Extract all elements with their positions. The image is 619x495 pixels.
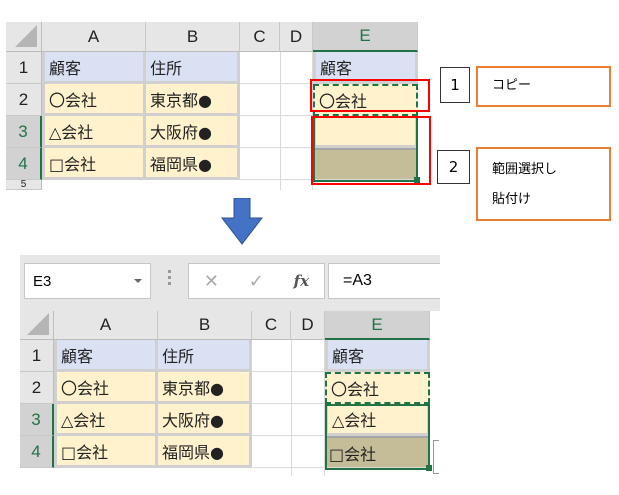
row-header-1-2[interactable]: 1 xyxy=(20,340,54,372)
grid-line-cd xyxy=(280,52,281,190)
column-header-e[interactable]: E xyxy=(313,22,418,52)
cell-b3[interactable]: 大阪府● xyxy=(143,116,240,148)
highlight-copy xyxy=(310,79,430,112)
column-header-a[interactable]: A xyxy=(42,22,146,52)
column-header-c[interactable]: C xyxy=(240,22,280,52)
fill-handle-2[interactable] xyxy=(426,465,432,471)
cell-a3[interactable]: △会社 xyxy=(42,116,146,148)
cell-a4[interactable]: □会社 xyxy=(42,148,146,180)
row-header-4[interactable]: 4 xyxy=(6,148,42,180)
row-header-5[interactable]: 5 xyxy=(6,180,42,190)
cell-a4-2[interactable]: □会社 xyxy=(54,436,158,468)
cell-a1-2[interactable]: 顧客 xyxy=(54,340,158,372)
cancel-icon[interactable]: ✕ xyxy=(203,270,219,292)
grid-lines-2 xyxy=(252,340,325,476)
formula-buttons: ✕ ✓ fx xyxy=(188,263,325,299)
cell-b3-2[interactable]: 大阪府● xyxy=(155,404,252,436)
cell-e2-2[interactable]: 〇会社 xyxy=(325,372,430,404)
cell-b4[interactable]: 福岡県● xyxy=(143,148,240,180)
callout-paste: 範囲選択し 貼付け xyxy=(476,147,611,221)
cell-e1-2[interactable]: 顧客 xyxy=(325,340,430,372)
cell-a1[interactable]: 顧客 xyxy=(42,52,146,84)
row-header-1[interactable]: 1 xyxy=(6,52,42,84)
fill-handle[interactable] xyxy=(414,177,420,183)
cell-e1[interactable]: 顧客 xyxy=(313,52,418,84)
grid-lines xyxy=(240,52,313,190)
formula-value: =A3 xyxy=(343,272,372,289)
column-header-b[interactable]: B xyxy=(146,22,240,52)
cell-b1[interactable]: 住所 xyxy=(143,52,240,84)
cell-a2[interactable]: 〇会社 xyxy=(42,84,146,116)
callout-number-2: 2 xyxy=(437,150,470,184)
dropdown-arrow-icon[interactable] xyxy=(134,279,142,283)
callout-text-1: コピー xyxy=(492,78,532,93)
column-header-c-2[interactable]: C xyxy=(252,311,291,340)
formula-input[interactable]: =A3 xyxy=(328,263,440,299)
cell-a2-2[interactable]: 〇会社 xyxy=(54,372,158,404)
cell-e4-2[interactable]: □会社 xyxy=(325,436,430,468)
cell-b4-2[interactable]: 福岡県● xyxy=(155,436,252,468)
column-header-a-2[interactable]: A xyxy=(54,311,158,340)
cell-e3-2[interactable]: △会社 xyxy=(325,404,430,436)
enter-icon[interactable]: ✓ xyxy=(248,270,264,292)
name-box-value: E3 xyxy=(33,272,52,290)
cell-b2-2[interactable]: 東京都● xyxy=(155,372,252,404)
cell-b2[interactable]: 東京都● xyxy=(143,84,240,116)
selection-border-2 xyxy=(325,404,430,470)
drag-handle-icon[interactable] xyxy=(168,270,171,288)
name-box[interactable]: E3 xyxy=(24,263,151,299)
row-header-2-2[interactable]: 2 xyxy=(20,372,54,404)
row-header-4-2[interactable]: 4 xyxy=(20,436,54,468)
insert-function-icon[interactable]: fx xyxy=(293,272,310,290)
column-header-d[interactable]: D xyxy=(280,22,313,52)
callout-text-2b: 貼付け xyxy=(492,192,532,207)
cell-b1-2[interactable]: 住所 xyxy=(155,340,252,372)
column-header-b-2[interactable]: B xyxy=(158,311,252,340)
callout-text-2: 範囲選択し xyxy=(492,162,558,177)
row-header-3[interactable]: 3 xyxy=(6,116,42,148)
select-all-corner-2[interactable] xyxy=(20,311,54,340)
column-header-e-2[interactable]: E xyxy=(325,311,430,340)
highlight-paste xyxy=(311,116,431,185)
paste-options-button[interactable] xyxy=(433,440,439,474)
column-header-d-2[interactable]: D xyxy=(291,311,325,340)
cell-a3-2[interactable]: △会社 xyxy=(54,404,158,436)
row-header-3-2[interactable]: 3 xyxy=(20,404,54,436)
callout-number-1: 1 xyxy=(440,67,470,103)
row-header-2[interactable]: 2 xyxy=(6,84,42,116)
cell-e4[interactable] xyxy=(313,148,418,180)
grid-line-cd-2 xyxy=(291,340,292,476)
callout-copy: コピー xyxy=(476,66,611,107)
select-all-corner[interactable] xyxy=(6,22,42,52)
down-arrow-icon xyxy=(220,198,264,245)
